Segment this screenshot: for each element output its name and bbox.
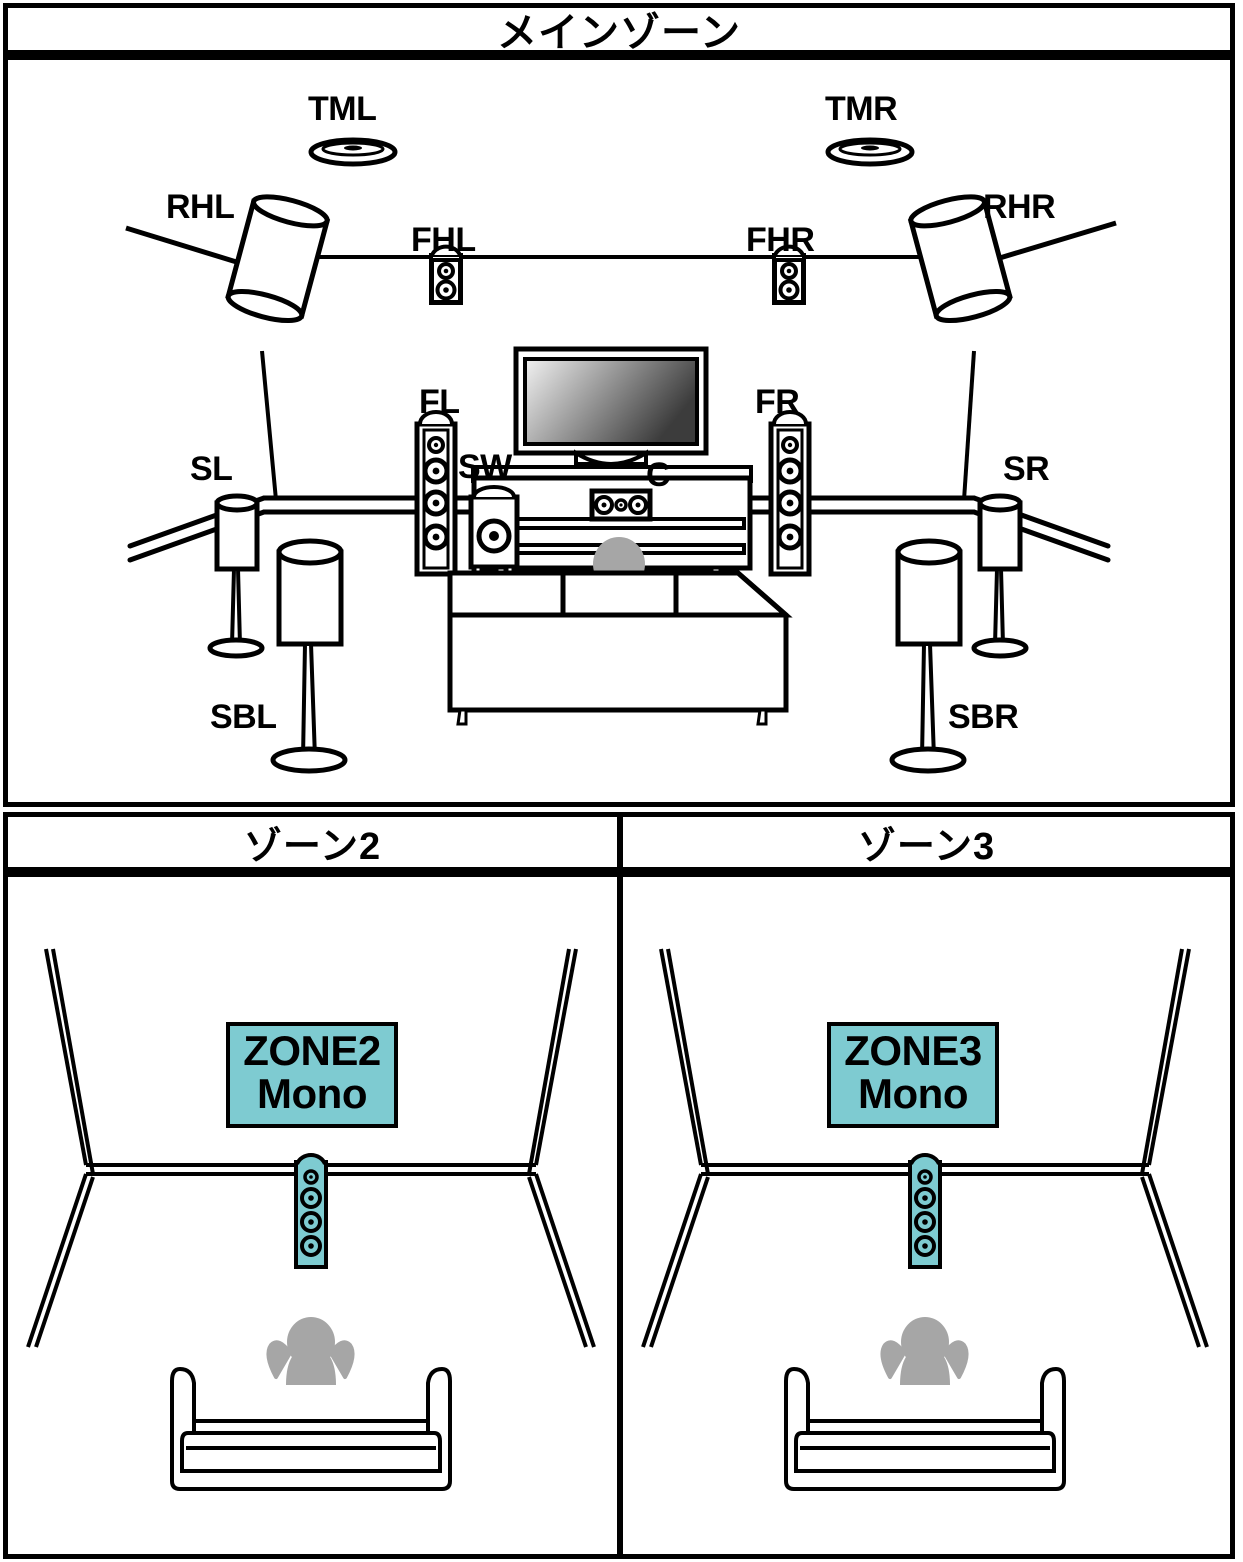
- zone2-illustration: [26, 948, 596, 1491]
- zone2-badge-line2: Mono: [257, 1069, 367, 1117]
- sw-subwoofer-icon: [468, 485, 520, 577]
- fl-tower-speaker-icon: [414, 410, 458, 577]
- zone3-badge-line2: Mono: [858, 1069, 968, 1117]
- sbr-surround-back-speaker-icon: [889, 538, 967, 774]
- rhl-height-speaker-icon: [125, 194, 331, 501]
- zone3-panel: ZONE3 Mono: [618, 872, 1235, 1559]
- label-rhr: RHR: [983, 188, 1056, 226]
- zone2-panel: ZONE2 Mono: [3, 872, 622, 1559]
- label-fhl: FHL: [411, 221, 476, 259]
- rhr-height-speaker-icon: [907, 194, 1117, 501]
- zone2-badge-line1: ZONE2: [243, 1027, 381, 1074]
- zone2-title: ゾーン2: [243, 825, 382, 868]
- main-zone-illustration: [125, 137, 1117, 774]
- zone3-header: ゾーン3: [618, 812, 1235, 872]
- zone3-listener-icon: [880, 1317, 969, 1385]
- zone2-header: ゾーン2: [3, 812, 622, 872]
- television-icon: [513, 346, 709, 472]
- main-zone-header: メインゾーン: [3, 3, 1235, 55]
- ceiling-line-main: [253, 255, 988, 259]
- label-sbr: SBR: [948, 698, 1019, 736]
- label-tmr: TMR: [825, 90, 898, 128]
- zone3-badge: ZONE3 Mono: [827, 1022, 999, 1128]
- room-walls-zone3: [641, 948, 1209, 1348]
- sbl-surround-back-speaker-icon: [270, 538, 348, 774]
- label-sbl: SBL: [210, 698, 277, 736]
- label-sr: SR: [1003, 450, 1050, 488]
- zone2-listener-icon: [266, 1317, 355, 1385]
- zone3-sofa-icon: [784, 1366, 1066, 1491]
- zone3-title: ゾーン3: [857, 825, 996, 868]
- zone3-badge-line1: ZONE3: [844, 1027, 982, 1074]
- sofa-icon: [447, 570, 793, 726]
- fr-tower-speaker-icon: [768, 410, 812, 577]
- label-fhr: FHR: [746, 221, 815, 259]
- zone2-speaker-icon: [294, 1153, 328, 1269]
- label-tml: TML: [308, 90, 377, 128]
- c-center-speaker-icon: [589, 488, 653, 522]
- zone3-speaker-icon: [908, 1153, 942, 1269]
- tmr-ceiling-speaker-icon: [825, 137, 915, 167]
- main-zone-title: メインゾーン: [497, 11, 741, 55]
- label-fr: FR: [755, 383, 800, 421]
- sl-surround-speaker-icon: [207, 493, 265, 659]
- label-rhl: RHL: [166, 188, 235, 226]
- label-sw: SW: [458, 448, 512, 486]
- zone2-badge: ZONE2 Mono: [226, 1022, 398, 1128]
- fhl-bookshelf-speaker-icon: [429, 244, 463, 305]
- label-sl: SL: [190, 450, 233, 488]
- zone2-sofa-icon: [170, 1366, 452, 1491]
- label-fl: FL: [419, 383, 460, 421]
- zone3-illustration: [641, 948, 1209, 1491]
- main-zone-panel: TML TMR RHL RHR FHL FHR FL FR SW C SL SR…: [3, 55, 1235, 807]
- tml-ceiling-speaker-icon: [308, 137, 398, 167]
- fhr-bookshelf-speaker-icon: [772, 244, 806, 305]
- sr-surround-speaker-icon: [971, 493, 1029, 659]
- room-walls-zone2: [26, 948, 596, 1348]
- label-c: C: [646, 456, 671, 494]
